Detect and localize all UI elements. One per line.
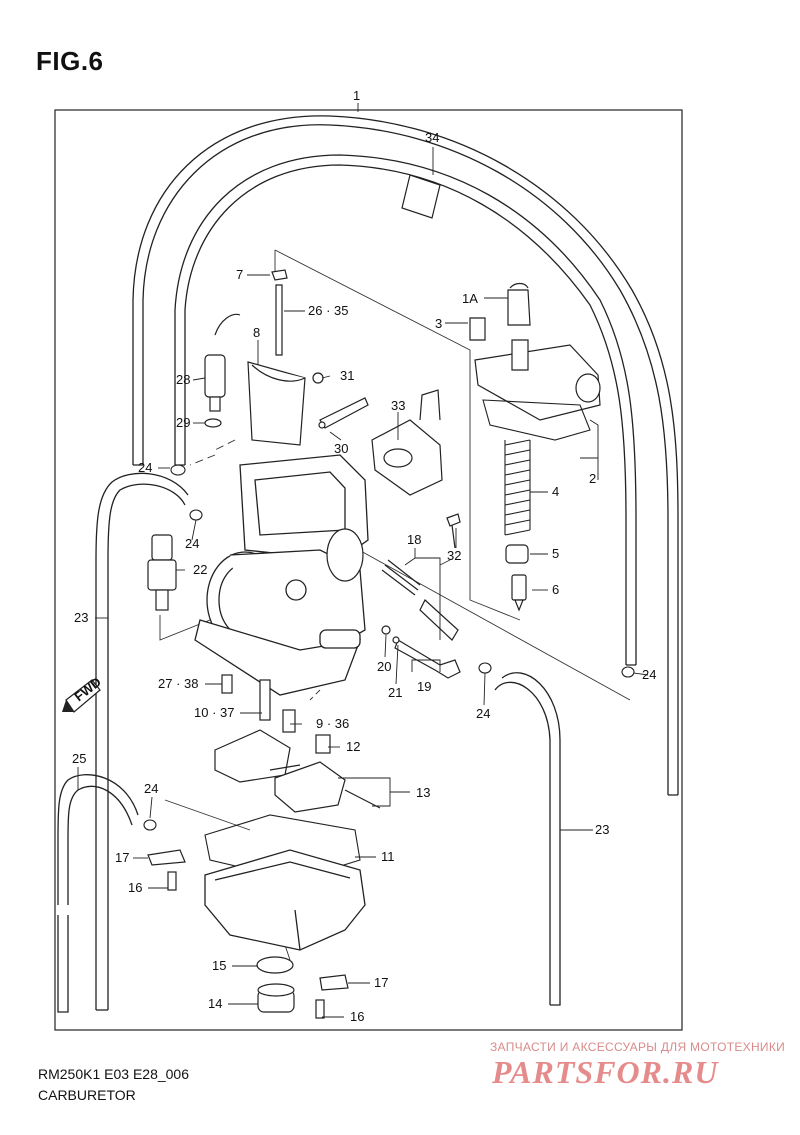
callout-27-38: 27 · 38 xyxy=(158,676,198,691)
callout-8: 8 xyxy=(253,325,260,340)
callout-3: 3 xyxy=(435,316,442,331)
callout-labels: 1 34 1A 3 7 26 · 35 8 28 31 29 33 30 2 4… xyxy=(72,88,656,1024)
leader-lines xyxy=(77,103,649,1018)
figure-title: FIG.6 xyxy=(36,46,104,76)
forward-direction-arrow: FWD xyxy=(62,674,104,713)
callout-17-a: 17 xyxy=(115,850,129,865)
carburetor-body xyxy=(194,454,369,696)
callout-22: 22 xyxy=(193,562,207,577)
callout-16-b: 16 xyxy=(350,1009,364,1024)
callout-28: 28 xyxy=(176,372,190,387)
needle-retainer xyxy=(511,574,527,612)
section-name: CARBURETOR xyxy=(38,1087,136,1103)
callout-19: 19 xyxy=(417,679,431,694)
callout-29: 29 xyxy=(176,415,190,430)
callout-15: 15 xyxy=(212,958,226,973)
callout-21: 21 xyxy=(388,685,402,700)
callout-14: 14 xyxy=(208,996,222,1011)
spring-seat xyxy=(505,544,529,564)
float-assembly xyxy=(214,729,381,813)
float-bowl-gasket xyxy=(204,814,361,881)
assembly-guide-lines xyxy=(159,249,631,961)
throttle-stop-screw xyxy=(204,313,241,428)
callout-24-d: 24 xyxy=(642,667,656,682)
callout-16-a: 16 xyxy=(128,880,142,895)
callout-2: 2 xyxy=(589,471,596,486)
starter-plunger xyxy=(147,534,177,611)
float-bowl xyxy=(204,849,366,951)
callout-31: 31 xyxy=(340,368,354,383)
model-code: RM250K1 E03 E28_006 xyxy=(38,1066,189,1082)
callout-10-37: 10 · 37 xyxy=(194,705,234,720)
top-cap-assembly xyxy=(469,282,601,421)
callout-1: 1 xyxy=(353,88,360,103)
callout-6: 6 xyxy=(552,582,559,597)
callout-7: 7 xyxy=(236,267,243,282)
callout-12: 12 xyxy=(346,739,360,754)
callout-24-c: 24 xyxy=(476,706,490,721)
fuel-inlet xyxy=(326,528,364,582)
callout-13: 13 xyxy=(416,785,430,800)
callout-26-35: 26 · 35 xyxy=(308,303,348,318)
throttle-cable-bracket xyxy=(371,389,443,496)
watermark-brand: PARTSFOR.RU xyxy=(492,1054,719,1090)
jets xyxy=(221,674,331,754)
vent-hoses xyxy=(57,472,561,1013)
callout-24-e: 24 xyxy=(144,781,158,796)
callout-24-b: 24 xyxy=(185,536,199,551)
callout-23-a: 23 xyxy=(74,610,88,625)
callout-20: 20 xyxy=(377,659,391,674)
throttle-valve-spring xyxy=(504,439,531,536)
diagram-frame xyxy=(54,109,683,1031)
callout-32: 32 xyxy=(447,548,461,563)
callout-33: 33 xyxy=(391,398,405,413)
drain-plug-and-oring xyxy=(256,956,295,1013)
callout-17-b: 17 xyxy=(374,975,388,990)
callout-34: 34 xyxy=(425,130,439,145)
callout-24-a: 24 xyxy=(138,460,152,475)
callout-25: 25 xyxy=(72,751,86,766)
jet-needle-assembly xyxy=(247,269,306,446)
callout-9-36: 9 · 36 xyxy=(316,716,349,731)
callout-30: 30 xyxy=(334,441,348,456)
watermark-subtitle: ЗАПЧАСТИ И АКСЕССУАРЫ ДЛЯ МОТОТЕХНИКИ xyxy=(490,1040,786,1054)
callout-18: 18 xyxy=(407,532,421,547)
callout-23-b: 23 xyxy=(595,822,609,837)
air-screw-set xyxy=(381,513,461,679)
top-cap-gasket xyxy=(482,399,591,441)
cable-sleeve xyxy=(401,174,441,219)
callout-5: 5 xyxy=(552,546,559,561)
bowl-screws-and-clamps xyxy=(147,849,349,1019)
callout-11: 11 xyxy=(381,849,395,864)
throttle-cable xyxy=(132,115,679,796)
callout-4: 4 xyxy=(552,484,559,499)
callout-1a: 1A xyxy=(462,291,478,306)
